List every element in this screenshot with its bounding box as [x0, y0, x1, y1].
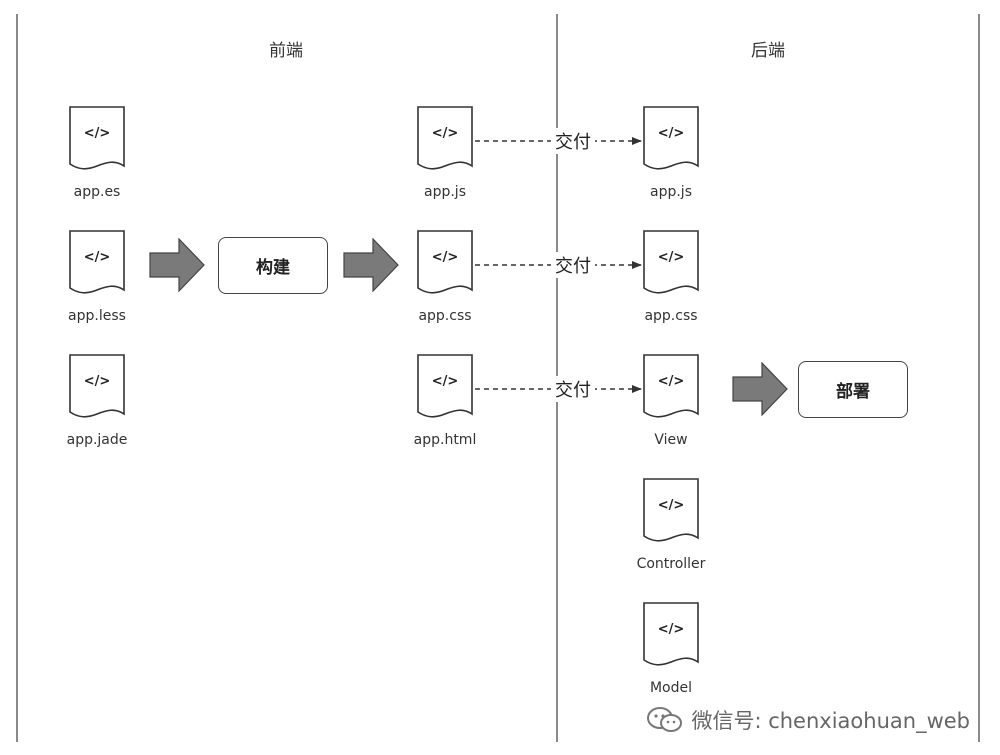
file-icon: </>	[417, 230, 473, 294]
watermark-text: 微信号: chenxiaohuan_web	[691, 709, 970, 733]
file-icon: </>	[643, 478, 699, 542]
flow-arrow-icon	[149, 238, 205, 292]
output-file-label: app.css	[418, 308, 472, 324]
build-step-box: 构建	[218, 237, 328, 294]
file-icon-code: </>	[657, 250, 685, 265]
flow-arrow-icon	[732, 362, 788, 416]
file-icon-code: </>	[431, 374, 459, 389]
backend-title: 后端	[751, 41, 785, 61]
left-border	[16, 14, 18, 742]
backend-file-label: View	[654, 432, 688, 448]
file-icon-code: </>	[83, 250, 111, 265]
source-file-label: app.jade	[66, 432, 128, 448]
source-file-label: app.less	[68, 308, 126, 324]
file-icon-code: </>	[657, 374, 685, 389]
file-icon-code: </>	[657, 622, 685, 637]
file-icon: </>	[643, 602, 699, 666]
frontend-title: 前端	[269, 41, 303, 61]
watermark: 微信号: chenxiaohuan_web	[645, 705, 970, 735]
flow-arrow-icon	[343, 238, 399, 292]
file-icon: </>	[69, 106, 125, 170]
file-icon: </>	[69, 230, 125, 294]
backend-file-label: Model	[649, 680, 693, 696]
handoff-label: 交付	[551, 252, 595, 278]
handoff-label: 交付	[551, 376, 595, 402]
file-icon-code: </>	[83, 374, 111, 389]
file-icon: </>	[643, 354, 699, 418]
file-icon-code: </>	[657, 498, 685, 513]
file-icon-code: </>	[657, 126, 685, 141]
wechat-icon	[647, 707, 683, 732]
file-icon: </>	[643, 230, 699, 294]
file-icon-code: </>	[83, 126, 111, 141]
right-border	[978, 14, 980, 742]
backend-file-label: app.js	[650, 184, 692, 200]
file-icon: </>	[417, 354, 473, 418]
file-icon: </>	[643, 106, 699, 170]
deploy-step-box: 部署	[798, 361, 908, 418]
source-file-label: app.es	[73, 184, 121, 200]
file-icon-code: </>	[431, 250, 459, 265]
file-icon: </>	[69, 354, 125, 418]
file-icon-code: </>	[431, 126, 459, 141]
handoff-label: 交付	[551, 128, 595, 154]
output-file-label: app.html	[413, 432, 477, 448]
file-icon: </>	[417, 106, 473, 170]
output-file-label: app.js	[424, 184, 466, 200]
backend-file-label: app.css	[644, 308, 698, 324]
backend-file-label: Controller	[636, 556, 706, 572]
